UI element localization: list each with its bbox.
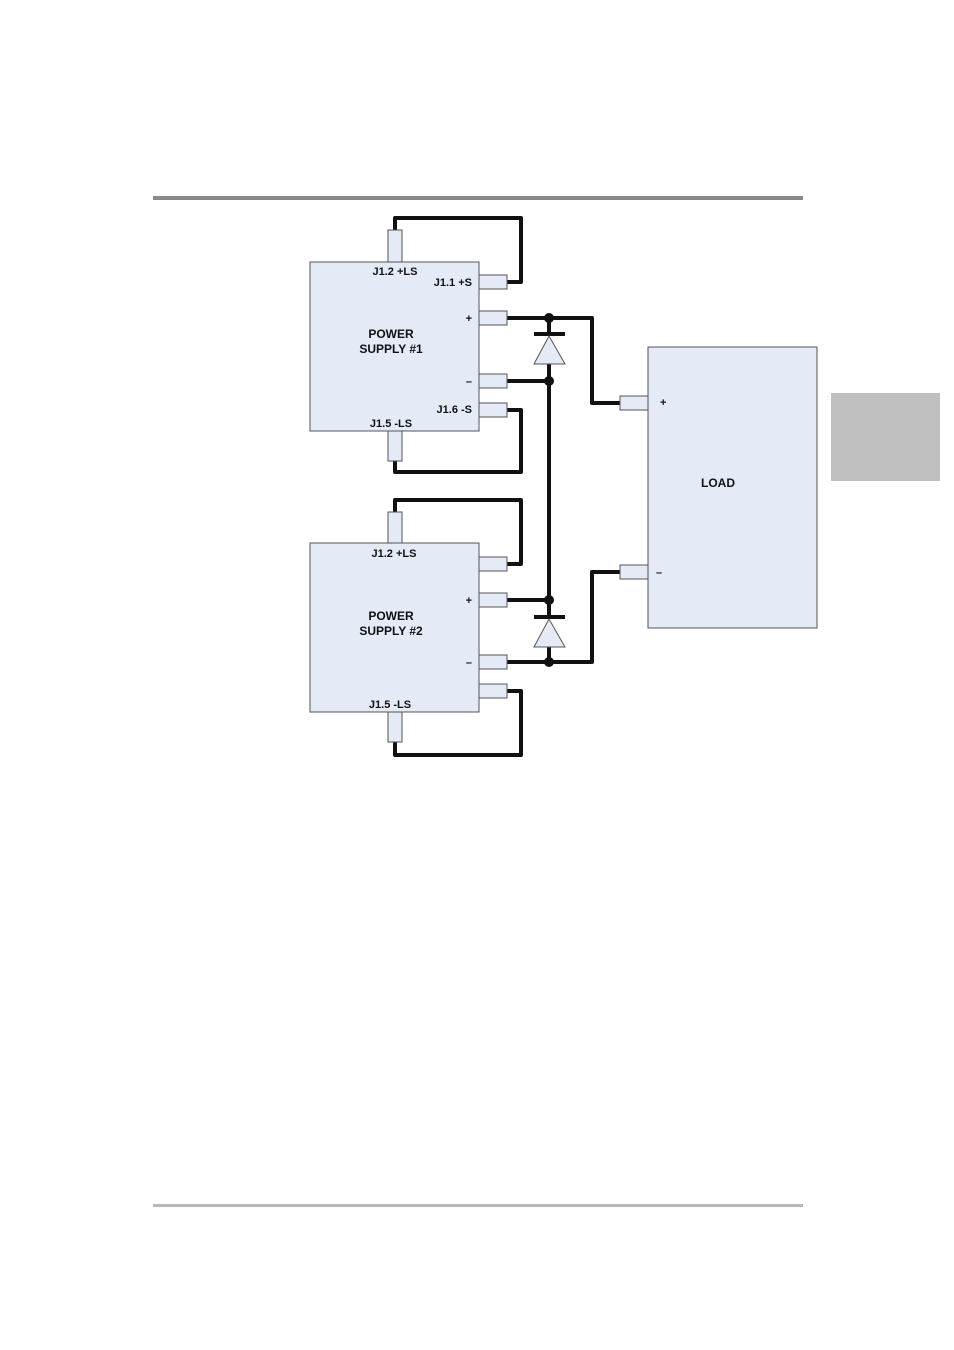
ps2-minus-label: – bbox=[466, 657, 472, 669]
ps1-box bbox=[309, 261, 480, 432]
ps2-bottom-connector bbox=[387, 711, 403, 743]
ps1-plus-connector bbox=[478, 310, 508, 326]
power-supply-1: J1.2 +LS J1.1 +S + – J1.6 -S J1.5 -LS PO… bbox=[309, 229, 508, 462]
load-minus-label: – bbox=[656, 567, 662, 579]
ps1-minus-connector bbox=[478, 373, 508, 389]
wires bbox=[393, 216, 620, 757]
ps2-plus-connector bbox=[478, 592, 508, 608]
header-rule bbox=[153, 196, 803, 200]
ps1-minus-label: – bbox=[466, 376, 472, 388]
ps2-sense-minus-connector bbox=[478, 683, 508, 699]
junction-dot bbox=[544, 657, 554, 667]
ps1-sense-plus-connector bbox=[478, 274, 508, 290]
load-plus-connector bbox=[619, 395, 649, 411]
ps2-sense-plus-connector bbox=[478, 556, 508, 572]
load-box bbox=[647, 346, 818, 629]
ps2-title-line1: POWER bbox=[368, 609, 414, 623]
junction-dots bbox=[544, 313, 554, 667]
junction-dot bbox=[544, 595, 554, 605]
ps1-sense-minus-label: J1.6 -S bbox=[437, 404, 472, 416]
diode1-triangle bbox=[533, 334, 566, 365]
junction-dot bbox=[544, 313, 554, 323]
load-title: LOAD bbox=[701, 476, 735, 490]
load: + – LOAD bbox=[619, 346, 818, 629]
ps2-plus-label: + bbox=[466, 595, 472, 607]
ps2-sense-plus-wire bbox=[393, 498, 523, 566]
ps2-sense-minus-wire bbox=[393, 689, 523, 757]
ps1-plus-label: + bbox=[466, 313, 472, 325]
power-supply-2: J1.2 +LS + – J1.5 -LS POWER SUPPLY #2 bbox=[309, 511, 508, 743]
ps1-top-label: J1.2 +LS bbox=[373, 266, 418, 278]
ps1-bottom-label: J1.5 -LS bbox=[370, 418, 412, 430]
load-plus-label: + bbox=[660, 397, 666, 409]
ps2-top-connector bbox=[387, 511, 403, 544]
junction-dot bbox=[544, 376, 554, 386]
ps2-top-label: J1.2 +LS bbox=[372, 548, 417, 560]
ps1-sense-plus-wire bbox=[393, 216, 523, 284]
ps2-minus-connector bbox=[478, 654, 508, 670]
ps1-top-connector bbox=[387, 229, 403, 263]
ps2-bottom-label: J1.5 -LS bbox=[369, 699, 411, 711]
load-minus-connector bbox=[619, 564, 649, 580]
diode-1 bbox=[533, 332, 566, 365]
chapter-tab bbox=[831, 393, 940, 481]
diode2-triangle bbox=[533, 617, 566, 648]
ps1-sense-plus-label: J1.1 +S bbox=[434, 277, 472, 289]
footer-rule bbox=[153, 1204, 803, 1207]
ps2-box bbox=[309, 542, 480, 713]
ps1-title-line2: SUPPLY #1 bbox=[359, 342, 423, 356]
ps1-bottom-connector bbox=[387, 430, 403, 462]
ps1-title-line1: POWER bbox=[368, 327, 414, 341]
ps1-sense-minus-connector bbox=[478, 402, 508, 418]
diode-2 bbox=[533, 615, 566, 648]
ps2-title-line2: SUPPLY #2 bbox=[359, 624, 423, 638]
ps1-sense-minus-wire bbox=[393, 408, 523, 474]
